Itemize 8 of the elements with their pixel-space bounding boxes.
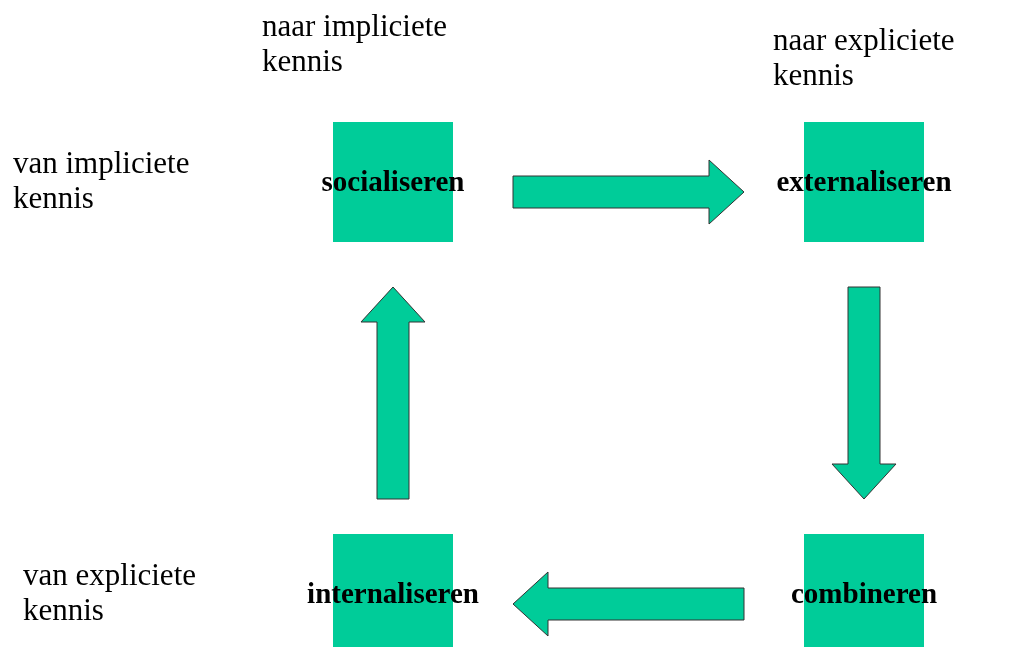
block-arrow: [512, 159, 745, 225]
block-arrow: [831, 286, 897, 500]
axis-label: naar expliciete kennis: [773, 22, 956, 92]
block-arrow: [360, 286, 426, 500]
block-arrow: [512, 571, 745, 637]
axis-label: van impliciete kennis: [13, 145, 191, 215]
axis-label: naar impliciete kennis: [262, 8, 449, 78]
axis-label: van expliciete kennis: [23, 557, 197, 627]
